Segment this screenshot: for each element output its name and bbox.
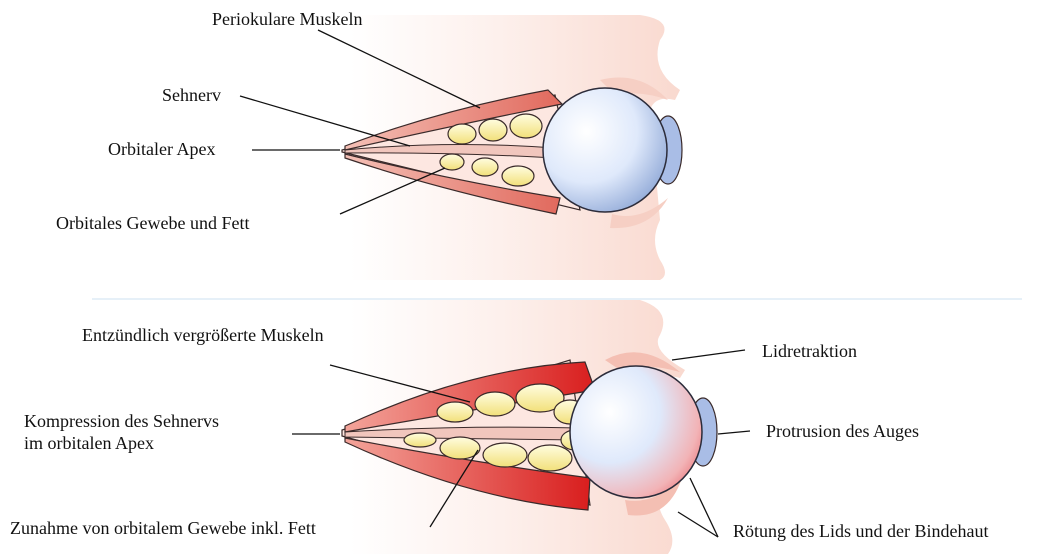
top-panel [240,15,682,280]
label-optic-nerve: Sehnerv [162,84,221,106]
bottom-eyeball [570,366,702,498]
bottom-panel [292,300,750,554]
label-enlarged-muscles: Entzündlich vergrößerte Muskeln [82,324,324,346]
top-eyeball [543,88,667,212]
label-periocular-muscles: Periokulare Muskeln [212,8,362,30]
label-protrusion: Protrusion des Auges [766,420,919,442]
label-lid-retraction: Lidretraktion [762,340,857,362]
label-orbital-apex: Orbitaler Apex [108,138,215,160]
label-orbital-tissue-fat: Orbitales Gewebe und Fett [56,212,249,234]
label-redness: Rötung des Lids und der Bindehaut [733,520,988,542]
label-nerve-compression: Kompression des Sehnervs im orbitalen Ap… [24,410,219,454]
label-tissue-increase: Zunahme von orbitalem Gewebe inkl. Fett [10,517,316,539]
